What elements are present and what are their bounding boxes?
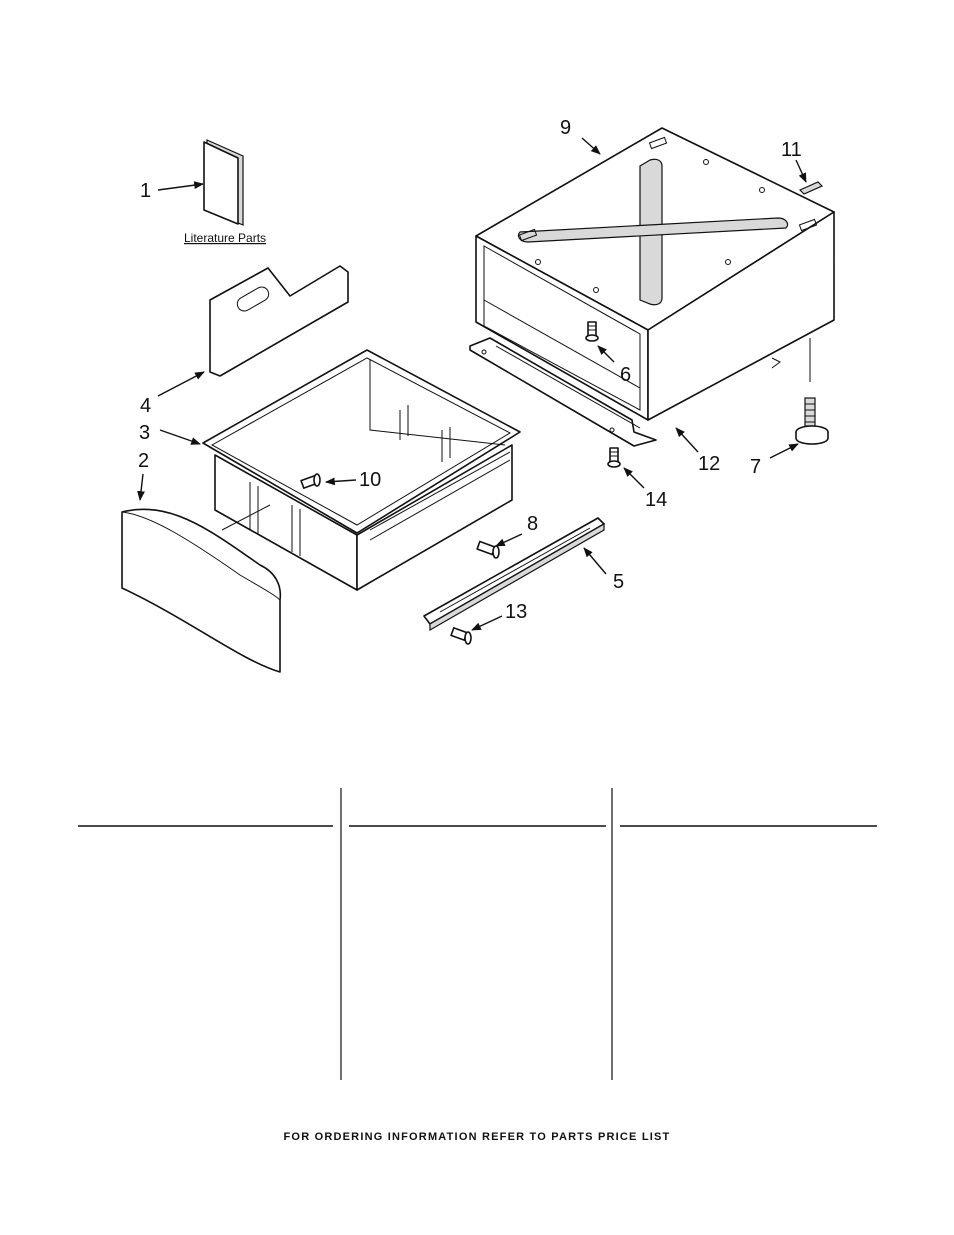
part-2-drawer-front bbox=[121, 508, 282, 673]
callout-8: 8 bbox=[527, 513, 538, 535]
callout-2: 2 bbox=[138, 450, 149, 472]
part-11-pad bbox=[798, 181, 824, 195]
part-3-drawer-basket bbox=[202, 349, 521, 591]
callout-7: 7 bbox=[750, 456, 761, 478]
parts-list-table bbox=[78, 788, 877, 1080]
callout-labels: 1 2 3 4 5 6 7 8 9 10 11 12 13 14 bbox=[138, 117, 802, 623]
callout-10: 10 bbox=[359, 469, 381, 491]
part-7-leveling-leg bbox=[795, 338, 829, 445]
callout-14: 14 bbox=[645, 489, 667, 511]
callout-9: 9 bbox=[560, 117, 571, 139]
part-8-screw bbox=[476, 540, 500, 559]
callout-1: 1 bbox=[140, 180, 151, 202]
callout-12: 12 bbox=[698, 453, 720, 475]
part-4-divider bbox=[209, 265, 349, 377]
part-9-pedestal-box bbox=[475, 127, 835, 421]
callout-arrows bbox=[137, 137, 807, 631]
callout-4: 4 bbox=[140, 395, 151, 417]
part-6-screw bbox=[585, 321, 599, 342]
part-5-slide-rail bbox=[423, 517, 605, 632]
callout-11: 11 bbox=[781, 139, 802, 161]
callout-5: 5 bbox=[613, 571, 624, 593]
callout-3: 3 bbox=[139, 422, 150, 444]
part-14-screw bbox=[607, 447, 621, 468]
callout-13: 13 bbox=[505, 601, 527, 623]
part-10-screw bbox=[300, 473, 321, 489]
literature-parts-label: Literature Parts bbox=[184, 231, 266, 245]
part-1-literature: Literature Parts bbox=[184, 139, 266, 245]
part-13-screw bbox=[450, 627, 472, 645]
part-12-base-plate bbox=[469, 337, 781, 447]
callout-6: 6 bbox=[620, 364, 631, 386]
ordering-info-footer: FOR ORDERING INFORMATION REFER TO PARTS … bbox=[283, 1131, 671, 1143]
